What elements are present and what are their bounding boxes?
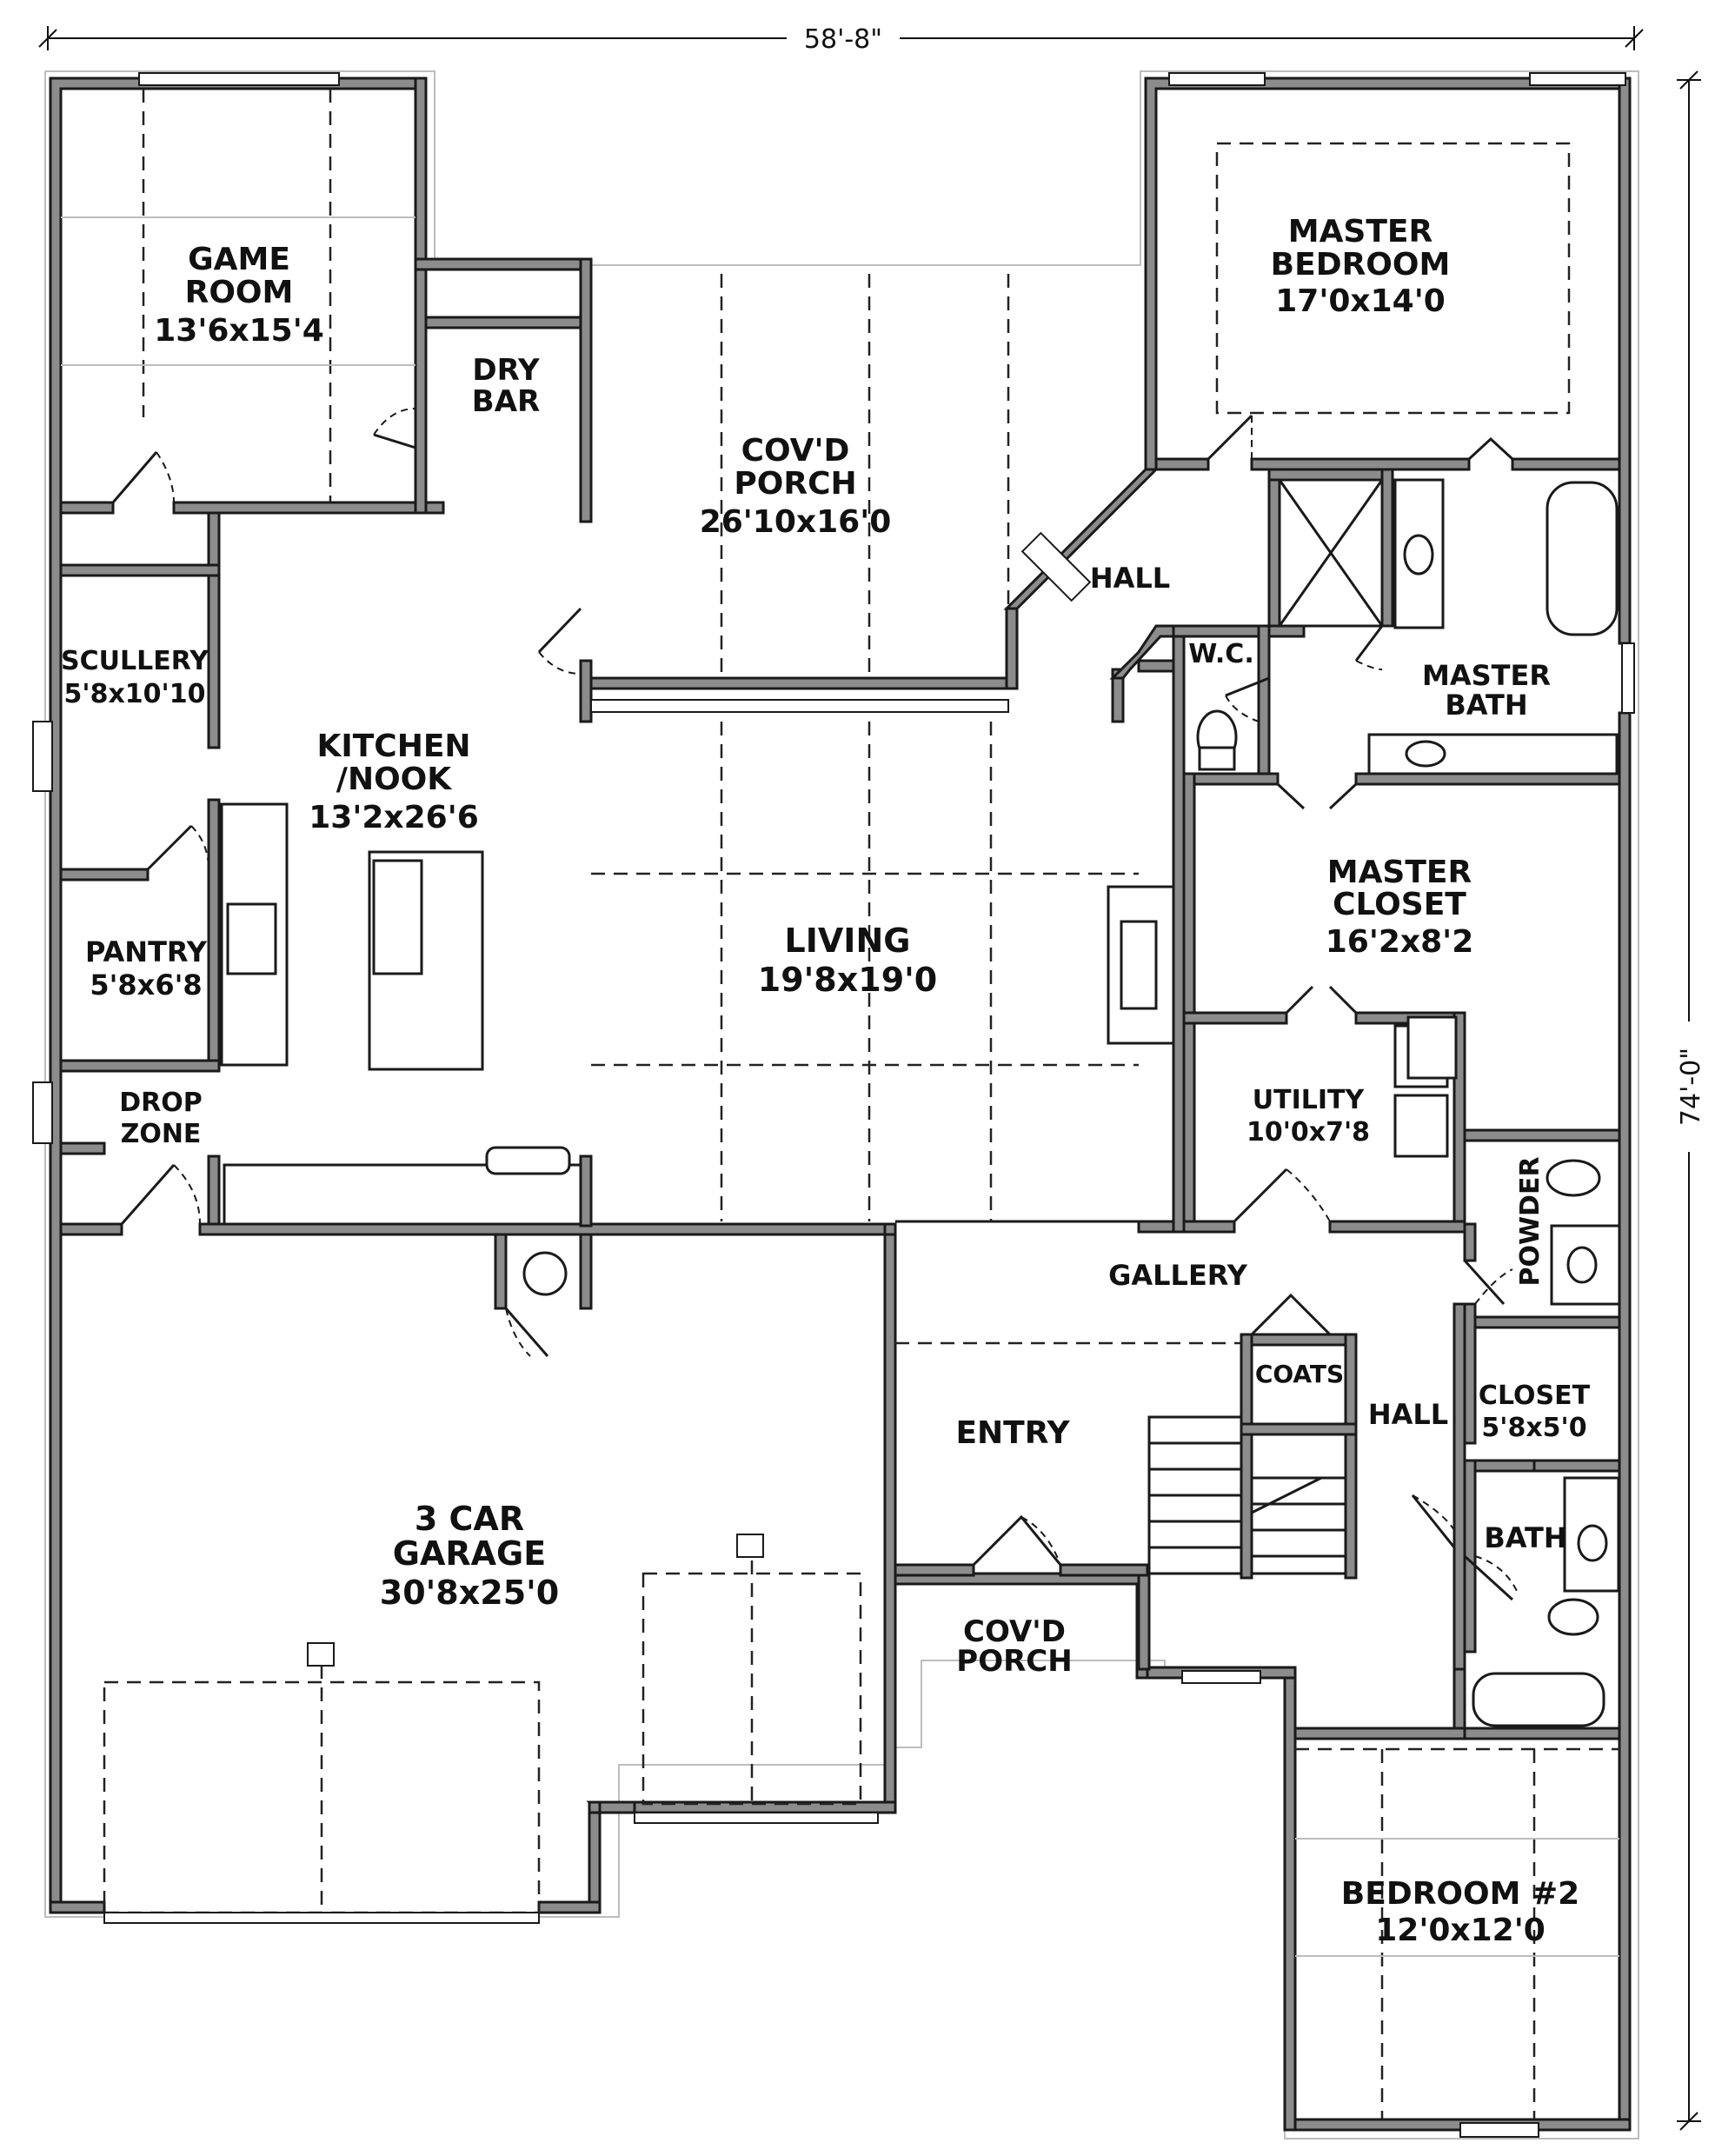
svg-text:CLOSET: CLOSET bbox=[1333, 887, 1466, 922]
svg-text:PORCH: PORCH bbox=[734, 466, 856, 502]
range-hood bbox=[485, 1146, 571, 1175]
covd-porch-rear-label: COV'D PORCH 26'10x16'0 bbox=[700, 433, 892, 540]
bath-label: BATH bbox=[1484, 1521, 1566, 1554]
master-closet-label: MASTER CLOSET 16'2x8'2 bbox=[1326, 855, 1474, 960]
width-dimension: 58'-8" bbox=[38, 17, 1644, 56]
svg-text:5'8x10'10: 5'8x10'10 bbox=[64, 679, 206, 709]
room-labels: GAME ROOM 13'6x15'4 DRY BAR COV'D PORCH … bbox=[61, 214, 1591, 1948]
powder-toilet bbox=[1546, 1159, 1601, 1197]
wc-label: W.C. bbox=[1188, 639, 1253, 669]
svg-text:MASTER: MASTER bbox=[1422, 659, 1551, 692]
dry-bar-label: DRY BAR bbox=[472, 353, 540, 419]
svg-text:5'8x6'8: 5'8x6'8 bbox=[90, 968, 202, 1001]
svg-text:CLOSET: CLOSET bbox=[1479, 1381, 1591, 1411]
gallery-label: GALLERY bbox=[1108, 1259, 1248, 1292]
svg-text:10'0x7'8: 10'0x7'8 bbox=[1246, 1117, 1370, 1148]
svg-text:BAR: BAR bbox=[472, 384, 540, 419]
overall-width-label: 58'-8" bbox=[804, 24, 882, 55]
kitchen-label: KITCHEN /NOOK 13'2x26'6 bbox=[309, 729, 479, 835]
svg-text:GARAGE: GARAGE bbox=[393, 1534, 546, 1573]
windows bbox=[32, 72, 1635, 2138]
svg-text:DRY: DRY bbox=[472, 353, 540, 388]
dryer bbox=[1393, 1094, 1449, 1158]
covd-porch-front-label: COV'D PORCH bbox=[956, 1614, 1072, 1679]
hall-master-label: HALL bbox=[1090, 562, 1170, 595]
svg-text:ROOM: ROOM bbox=[185, 275, 294, 310]
fireplace-firebox bbox=[1120, 920, 1158, 1010]
svg-text:12'0x12'0: 12'0x12'0 bbox=[1375, 1913, 1546, 1948]
fixtures bbox=[220, 478, 1621, 1727]
svg-text:BEDROOM: BEDROOM bbox=[1271, 247, 1451, 283]
living-label: LIVING 19'8x19'0 bbox=[758, 922, 937, 999]
bath-tub bbox=[1472, 1672, 1605, 1727]
svg-text:SCULLERY: SCULLERY bbox=[61, 646, 209, 676]
svg-text:BEDROOM #2: BEDROOM #2 bbox=[1341, 1876, 1579, 1912]
master-bedroom-label: MASTER BEDROOM 17'0x14'0 bbox=[1271, 214, 1451, 319]
svg-text:ZONE: ZONE bbox=[121, 1119, 202, 1149]
svg-text:MASTER: MASTER bbox=[1327, 855, 1472, 890]
svg-text:/NOOK: /NOOK bbox=[336, 762, 452, 797]
svg-text:26'10x16'0: 26'10x16'0 bbox=[700, 504, 892, 540]
stair-upper bbox=[1250, 1476, 1347, 1575]
svg-text:17'0x14'0: 17'0x14'0 bbox=[1275, 283, 1446, 319]
powder-label: POWDER bbox=[1515, 1156, 1546, 1286]
svg-text:13'2x26'6: 13'2x26'6 bbox=[309, 800, 479, 835]
pantry-label: PANTRY 5'8x6'8 bbox=[85, 935, 208, 1001]
svg-text:5'8x5'0: 5'8x5'0 bbox=[1481, 1413, 1586, 1443]
bath-toilet bbox=[1547, 1598, 1599, 1636]
svg-text:3 CAR: 3 CAR bbox=[415, 1500, 524, 1538]
closet-label: CLOSET 5'8x5'0 bbox=[1479, 1381, 1591, 1443]
entry-label: ENTRY bbox=[955, 1415, 1070, 1451]
svg-text:GAME: GAME bbox=[188, 242, 290, 277]
utility-label: UTILITY 10'0x7'8 bbox=[1246, 1085, 1370, 1148]
svg-text:19'8x19'0: 19'8x19'0 bbox=[758, 961, 937, 999]
svg-text:MASTER: MASTER bbox=[1288, 214, 1433, 250]
drop-zone-label: DROP ZONE bbox=[119, 1088, 203, 1149]
svg-text:DROP: DROP bbox=[119, 1088, 203, 1118]
svg-text:13'6x15'4: 13'6x15'4 bbox=[154, 313, 324, 349]
ceiling-lines bbox=[61, 89, 1619, 2119]
game-room-label: GAME ROOM 13'6x15'4 bbox=[154, 242, 324, 349]
island-sink bbox=[372, 859, 423, 975]
utility-sink bbox=[1406, 1015, 1458, 1080]
svg-text:UTILITY: UTILITY bbox=[1253, 1085, 1366, 1115]
svg-text:16'2x8'2: 16'2x8'2 bbox=[1326, 924, 1474, 960]
bathtub bbox=[1546, 481, 1619, 636]
hall-front-label: HALL bbox=[1368, 1398, 1448, 1431]
doors bbox=[111, 408, 1518, 1601]
coats-label: COATS bbox=[1255, 1360, 1344, 1388]
svg-text:COV'D: COV'D bbox=[963, 1614, 1066, 1649]
kitchen-sink bbox=[226, 902, 277, 975]
svg-text:PANTRY: PANTRY bbox=[85, 935, 208, 968]
water-heater bbox=[522, 1251, 568, 1296]
bedroom2-label: BEDROOM #2 12'0x12'0 bbox=[1341, 1876, 1579, 1948]
scullery-label: SCULLERY 5'8x10'10 bbox=[61, 646, 209, 709]
svg-text:PORCH: PORCH bbox=[956, 1644, 1072, 1679]
svg-text:30'8x25'0: 30'8x25'0 bbox=[380, 1574, 559, 1612]
master-bath-label: MASTER BATH bbox=[1422, 659, 1551, 722]
svg-text:LIVING: LIVING bbox=[785, 922, 911, 960]
svg-text:BATH: BATH bbox=[1445, 689, 1527, 722]
garage-label: 3 CAR GARAGE 30'8x25'0 bbox=[380, 1500, 559, 1612]
depth-dimension: 74'-0" bbox=[1669, 70, 1709, 2131]
overall-depth-label: 74'-0" bbox=[1676, 1048, 1706, 1126]
svg-text:KITCHEN: KITCHEN bbox=[316, 729, 470, 764]
svg-text:COV'D: COV'D bbox=[741, 433, 850, 469]
